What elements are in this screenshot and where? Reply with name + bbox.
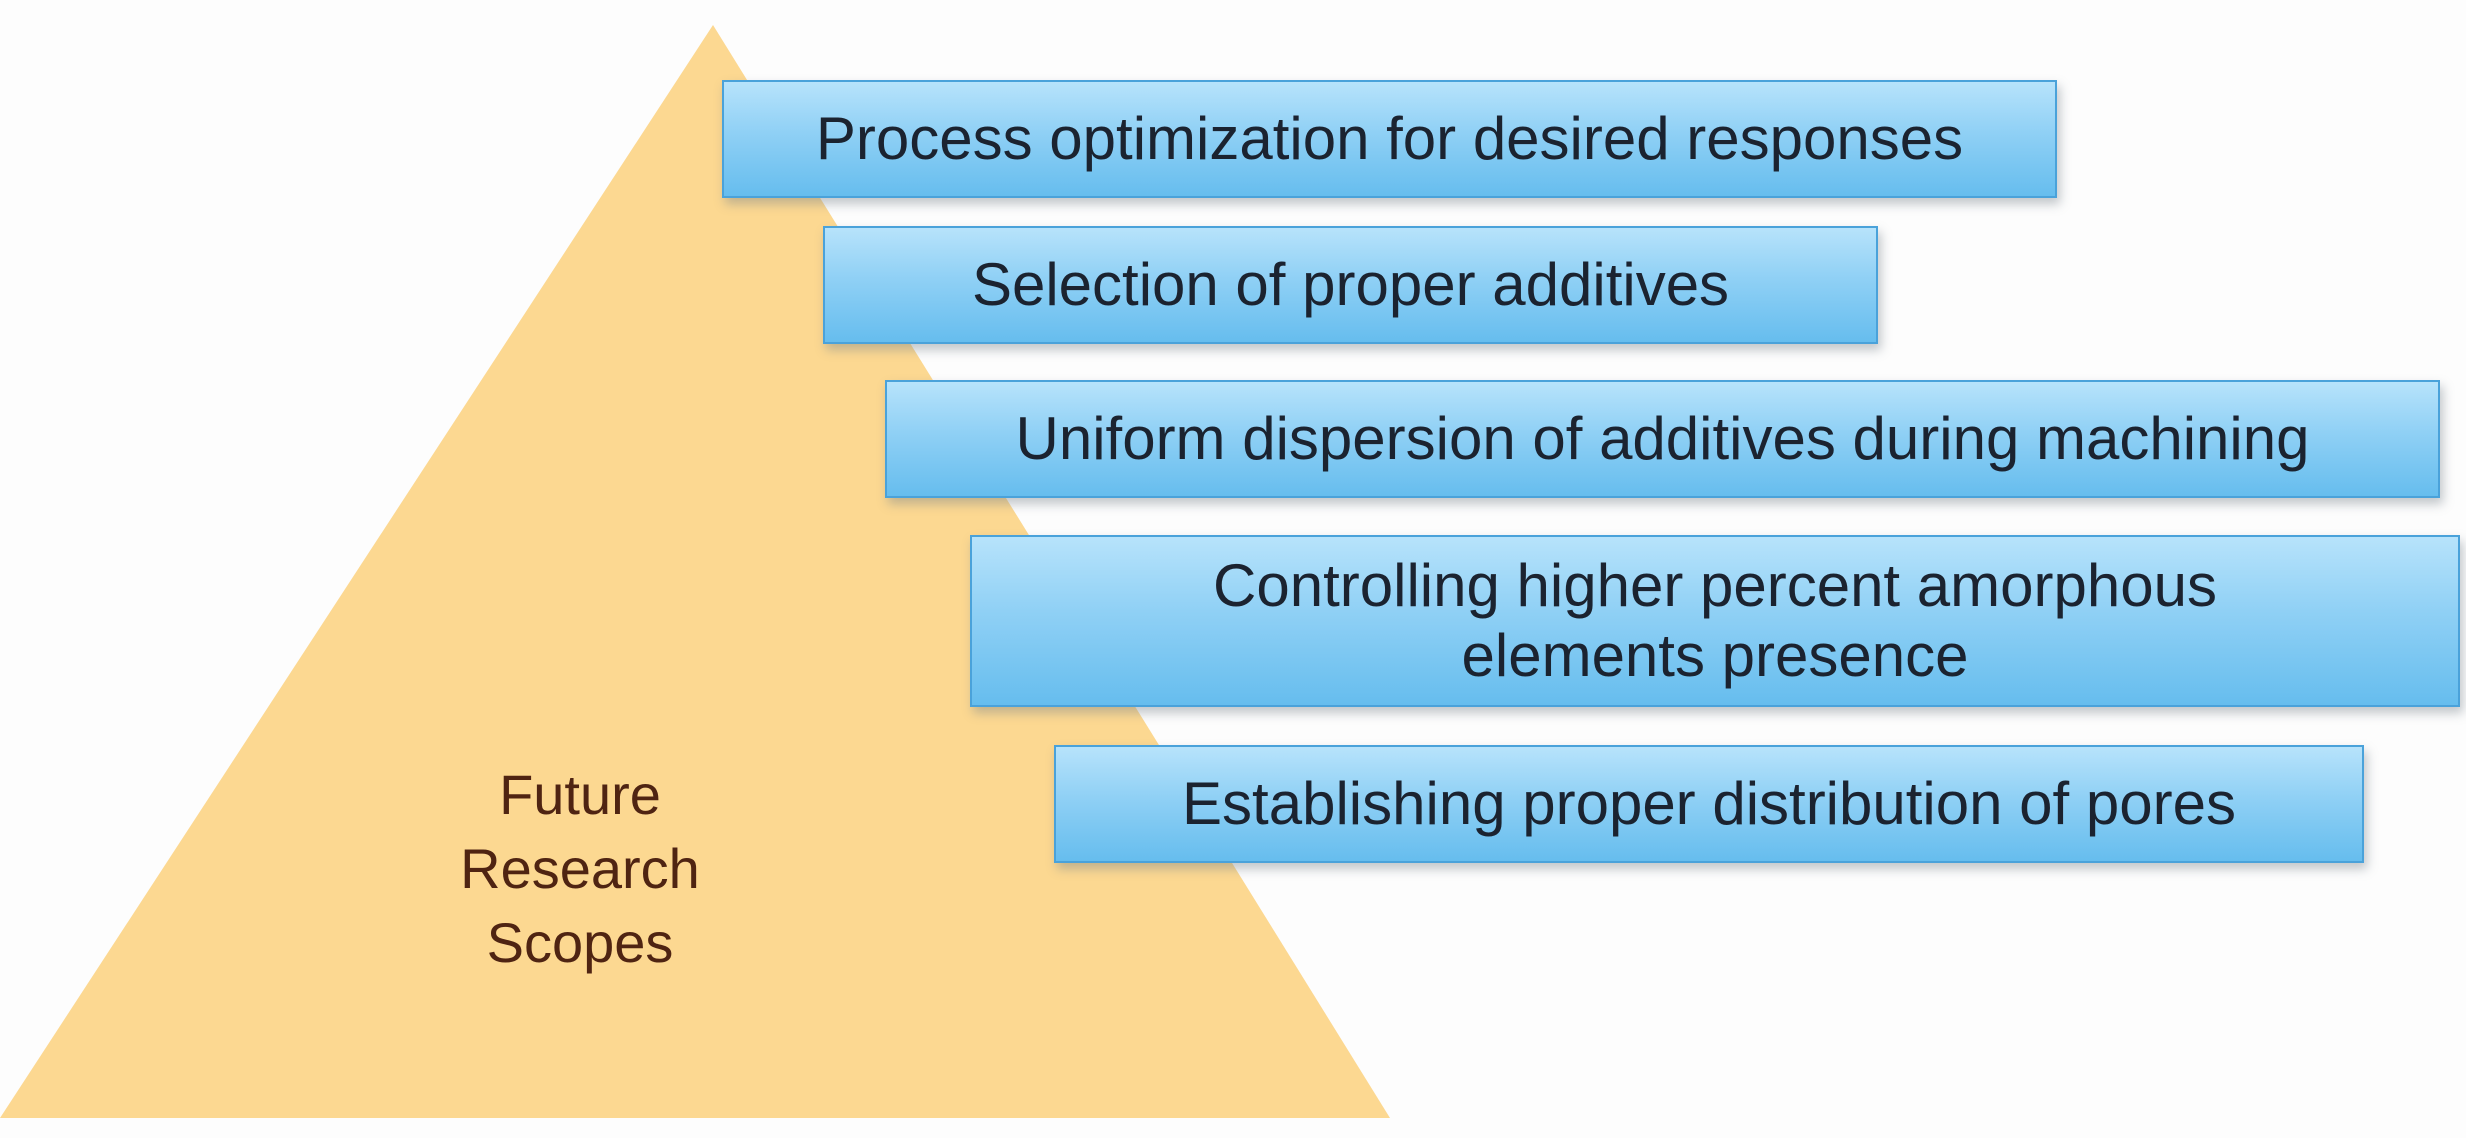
scope-box-3-text: Uniform dispersion of additives during m… [1015, 405, 2310, 472]
scope-box-4-text: Controlling higher percent amorphous ele… [1213, 552, 2217, 689]
pyramid-label: Future Research Scopes [380, 758, 780, 980]
scope-box-1-text: Process optimization for desired respons… [815, 105, 1964, 172]
pyramid-label-text: Future Research Scopes [460, 763, 700, 974]
scope-box-2-text: Selection of proper additives [971, 251, 1730, 318]
scope-box-5: Establishing proper distribution of pore… [1054, 745, 2364, 863]
scope-box-2: Selection of proper additives [823, 226, 1878, 344]
scope-box-3: Uniform dispersion of additives during m… [885, 380, 2440, 498]
pyramid-triangle [0, 25, 1390, 1118]
scope-box-4: Controlling higher percent amorphous ele… [970, 535, 2460, 707]
scope-box-5-text: Establishing proper distribution of pore… [1182, 770, 2236, 837]
scope-box-1: Process optimization for desired respons… [722, 80, 2057, 198]
